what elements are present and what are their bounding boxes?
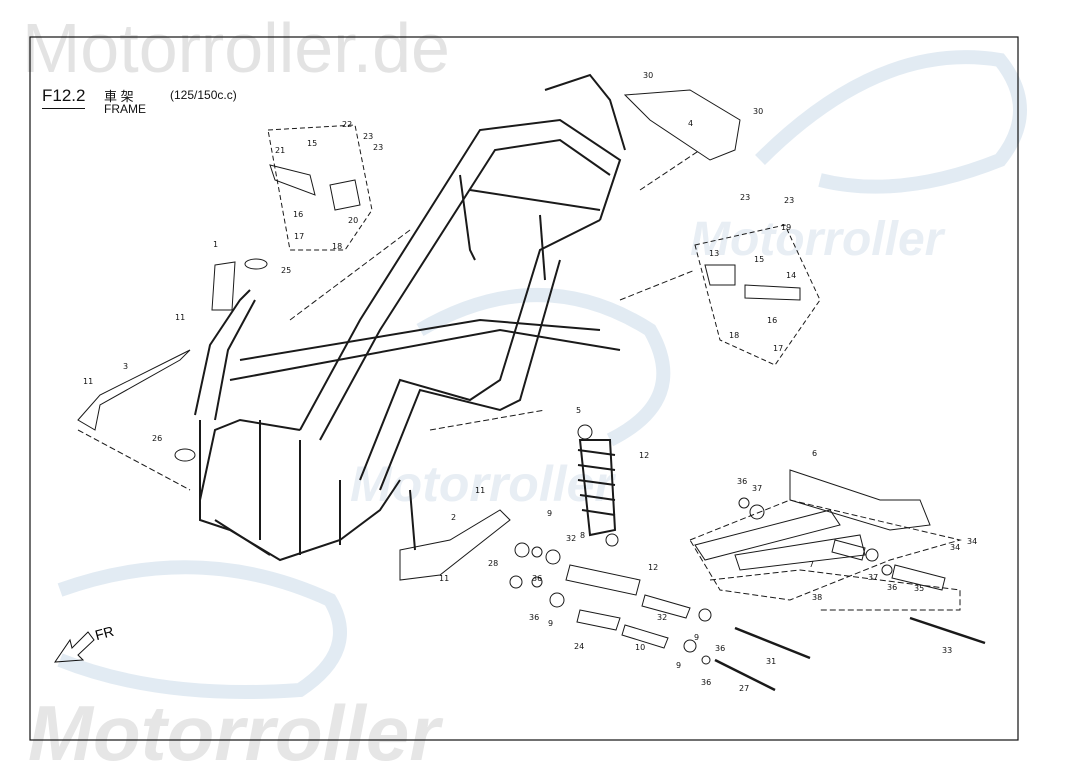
figure-title-en: FRAME: [104, 102, 146, 116]
callout-3: 3: [123, 362, 128, 371]
callout-12: 12: [648, 563, 658, 572]
callout-37: 37: [868, 573, 878, 582]
callout-32: 32: [657, 613, 667, 622]
callout-36: 36: [529, 613, 539, 622]
watermark-top: Motorroller.de: [22, 9, 450, 87]
callout-30: 30: [643, 71, 653, 80]
callout-23: 23: [363, 132, 373, 141]
callout-25: 25: [281, 266, 291, 275]
callout-32: 32: [566, 534, 576, 543]
callout-28: 28: [488, 559, 498, 568]
callout-21: 21: [275, 146, 285, 155]
callout-24: 24: [574, 642, 584, 651]
front-direction-arrow-icon: [54, 631, 95, 663]
callout-9: 9: [676, 661, 681, 670]
callout-36: 36: [737, 477, 747, 486]
callout-15: 15: [754, 255, 764, 264]
callout-2: 2: [451, 513, 456, 522]
callout-9: 9: [548, 619, 553, 628]
callout-26: 26: [152, 434, 162, 443]
callout-8: 8: [580, 531, 585, 540]
callout-30: 30: [753, 107, 763, 116]
callout-38: 38: [812, 593, 822, 602]
callout-36: 36: [532, 574, 542, 583]
callout-36: 36: [715, 644, 725, 653]
callout-14: 14: [786, 271, 796, 280]
callout-16: 16: [293, 210, 303, 219]
callout-22: 22: [342, 120, 352, 129]
figure-number: F12.2: [42, 86, 86, 109]
diagram-border: [29, 36, 1019, 741]
callout-23: 23: [373, 143, 383, 152]
callout-36: 36: [887, 583, 897, 592]
callout-11: 11: [83, 377, 93, 386]
callout-15: 15: [307, 139, 317, 148]
right-footrest-group: [694, 224, 821, 366]
callout-1: 1: [213, 240, 218, 249]
watermark-side: Motorroller: [690, 213, 944, 266]
callout-20: 20: [348, 216, 358, 225]
callout-5: 5: [576, 406, 581, 415]
callout-19: 19: [781, 223, 791, 232]
callout-7: 7: [809, 560, 814, 569]
callout-31: 31: [766, 657, 776, 666]
callout-17: 17: [294, 232, 304, 241]
callout-4: 4: [688, 119, 693, 128]
callout-18: 18: [729, 331, 739, 340]
callout-13: 13: [709, 249, 719, 258]
callout-34: 34: [950, 543, 960, 552]
callout-11: 11: [175, 313, 185, 322]
callout-11: 11: [475, 486, 485, 495]
callout-17: 17: [773, 344, 783, 353]
callout-34: 34: [967, 537, 977, 546]
frame-drawing: [77, 73, 986, 692]
left-footrest-group: [267, 124, 373, 251]
watermark-center: Motorroller: [350, 456, 614, 512]
callout-35: 35: [914, 584, 924, 593]
callout-27: 27: [739, 684, 749, 693]
callout-16: 16: [767, 316, 777, 325]
callout-18: 18: [332, 242, 342, 251]
callout-33: 33: [942, 646, 952, 655]
callout-9: 9: [547, 509, 552, 518]
callout-10: 10: [635, 643, 645, 652]
figure-title-cn: 車 架: [104, 89, 134, 104]
callout-23: 23: [784, 196, 794, 205]
callout-23: 23: [740, 193, 750, 202]
callout-6: 6: [812, 449, 817, 458]
callout-37: 37: [752, 484, 762, 493]
figure-variant: (125/150c.c): [170, 88, 237, 102]
callout-36: 36: [701, 678, 711, 687]
callout-11: 11: [439, 574, 449, 583]
callout-9: 9: [694, 633, 699, 642]
watermark-bottom: Motorroller: [28, 689, 440, 777]
callout-12: 12: [639, 451, 649, 460]
